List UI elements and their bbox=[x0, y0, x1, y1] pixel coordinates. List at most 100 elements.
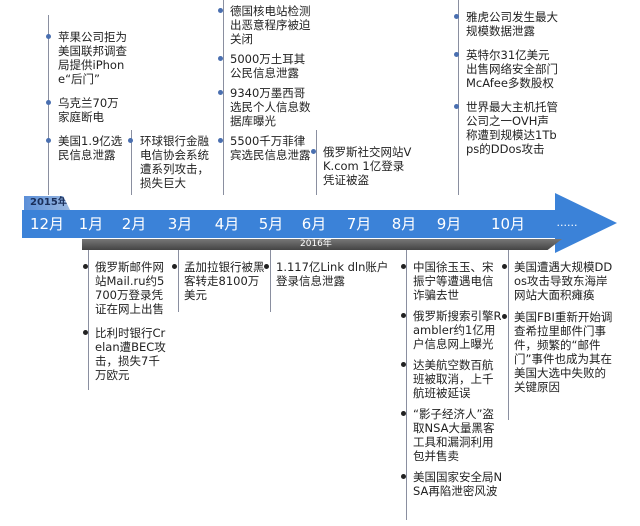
event-item: 5000万土耳其公民信息泄露 bbox=[218, 52, 314, 80]
bullet-icon bbox=[128, 138, 133, 143]
event-item: 9340万墨西哥选民个人信息数据库曝光 bbox=[218, 86, 314, 128]
event-text: 美国国家安全局NSA再陷泄密风波 bbox=[413, 470, 503, 498]
event-item: 美国国家安全局NSA再陷泄密风波 bbox=[401, 470, 503, 498]
event-text: 俄罗斯搜索引擎Rambler约1亿用户信息网上曝光 bbox=[413, 309, 502, 351]
bullet-icon bbox=[401, 474, 406, 479]
connector-oct bbox=[508, 250, 509, 420]
month-label: 10月 bbox=[490, 215, 526, 233]
bullet-icon bbox=[218, 56, 223, 61]
connector-jan bbox=[88, 250, 89, 390]
bullet-icon bbox=[401, 313, 406, 318]
timeline-arrow-band bbox=[22, 210, 562, 238]
event-item: 比利时银行Crelan遭BEC攻击，损失7千万欧元 bbox=[83, 326, 171, 382]
bullet-icon bbox=[218, 138, 223, 143]
event-item: 中国徐玉玉、宋振宁等遭遇电信诈骗去世 bbox=[401, 260, 503, 302]
event-text: 世界最大主机托管公司之一OVH声称遭到规模达1Tbps的DDos攻击 bbox=[466, 100, 558, 156]
connector-jun bbox=[316, 130, 317, 195]
event-item: 俄罗斯邮件网站Mail.ru约5700万登录凭证在网上出售 bbox=[83, 260, 171, 316]
bullet-icon bbox=[502, 314, 507, 319]
event-item: 环球银行金融电信协会系统遭系列攻击，损失巨大 bbox=[128, 134, 214, 190]
event-item: 5500千万菲律宾选民信息泄露 bbox=[218, 134, 314, 162]
event-group-mar: 孟加拉银行被黑客转走8100万美元 bbox=[172, 260, 266, 302]
event-item: “影子经济人”盗取NSA大量黑客工具和漏洞利用包并售卖 bbox=[401, 407, 503, 463]
month-label: 12月 bbox=[29, 215, 65, 233]
event-item: 世界最大主机托管公司之一OVH声称遭到规模达1Tbps的DDos攻击 bbox=[454, 100, 558, 156]
month-label: 2月 bbox=[121, 215, 147, 233]
event-item: 美国1.9亿选民信息泄露 bbox=[46, 134, 128, 162]
bullet-icon bbox=[46, 34, 51, 39]
month-label: ...... bbox=[556, 216, 578, 229]
month-label: 3月 bbox=[167, 215, 193, 233]
event-group-may: 1.117亿Link dln账户登录信息泄露 bbox=[264, 260, 396, 288]
event-text: 美国FBI重新开始调查希拉里邮件门事件，频繁的“邮件门”事件也成为其在美国大选中… bbox=[514, 310, 613, 394]
event-group-sep: 雅虎公司发生最大规模数据泄露 英特尔31亿美元出售网络安全部门McAfee多数股… bbox=[454, 10, 558, 156]
event-item: 俄罗斯搜索引擎Rambler约1亿用户信息网上曝光 bbox=[401, 309, 503, 351]
event-text: 俄罗斯社交网站VK.com 1亿登录凭证被盗 bbox=[323, 145, 412, 187]
month-label: 5月 bbox=[258, 215, 284, 233]
bullet-icon bbox=[172, 264, 177, 269]
event-text: 雅虎公司发生最大规模数据泄露 bbox=[466, 10, 558, 38]
year-2016-bar bbox=[82, 239, 562, 250]
timeline-arrow-head-icon bbox=[555, 193, 617, 253]
event-text: 苹果公司拒为美国联邦调查局提供iPhone“后门” bbox=[58, 30, 127, 86]
event-text: 德国核电站检测出恶意程序被迫关闭 bbox=[230, 4, 311, 46]
event-item: 英特尔31亿美元出售网络安全部门McAfee多数股权 bbox=[454, 48, 558, 90]
bullet-icon bbox=[46, 100, 51, 105]
event-group-dec: 苹果公司拒为美国联邦调查局提供iPhone“后门” 乌克兰70万家庭断电 美国1… bbox=[46, 30, 128, 162]
event-item: 1.117亿Link dln账户登录信息泄露 bbox=[264, 260, 396, 288]
bullet-icon bbox=[454, 52, 459, 57]
event-text: 中国徐玉玉、宋振宁等遭遇电信诈骗去世 bbox=[413, 260, 494, 302]
connector-mar bbox=[178, 250, 179, 312]
event-text: 英特尔31亿美元出售网络安全部门McAfee多数股权 bbox=[466, 48, 558, 90]
event-text: 比利时银行Crelan遭BEC攻击，损失7千万欧元 bbox=[95, 326, 166, 382]
bullet-icon bbox=[401, 264, 406, 269]
bullet-icon bbox=[83, 264, 88, 269]
event-group-feb: 环球银行金融电信协会系统遭系列攻击，损失巨大 bbox=[128, 134, 214, 190]
event-text: “影子经济人”盗取NSA大量黑客工具和漏洞利用包并售卖 bbox=[413, 407, 495, 463]
event-text: 美国遭遇大规模DDos攻击导致东海岸网站大面积瘫痪 bbox=[514, 260, 613, 302]
event-item: 美国遭遇大规模DDos攻击导致东海岸网站大面积瘫痪 bbox=[502, 260, 614, 302]
bullet-icon bbox=[46, 138, 51, 143]
connector-feb bbox=[131, 130, 132, 195]
event-text: 9340万墨西哥选民个人信息数据库曝光 bbox=[230, 86, 311, 128]
event-group-apr: 德国核电站检测出恶意程序被迫关闭 5000万土耳其公民信息泄露 9340万墨西哥… bbox=[218, 4, 314, 162]
event-item: 德国核电站检测出恶意程序被迫关闭 bbox=[218, 4, 314, 46]
event-text: 环球银行金融电信协会系统遭系列攻击，损失巨大 bbox=[140, 134, 209, 190]
event-group-aug: 中国徐玉玉、宋振宁等遭遇电信诈骗去世 俄罗斯搜索引擎Rambler约1亿用户信息… bbox=[401, 260, 503, 498]
connector-sep bbox=[458, 0, 459, 195]
bullet-icon bbox=[218, 90, 223, 95]
month-label: 9月 bbox=[436, 215, 462, 233]
year-2015-tag: 2015年 bbox=[24, 196, 70, 210]
connector-aug bbox=[406, 250, 407, 520]
event-item: 乌克兰70万家庭断电 bbox=[46, 96, 128, 124]
month-label: 8月 bbox=[391, 215, 417, 233]
event-item: 美国FBI重新开始调查希拉里邮件门事件，频繁的“邮件门”事件也成为其在美国大选中… bbox=[502, 310, 614, 394]
connector-may bbox=[270, 250, 271, 312]
event-text: 美国1.9亿选民信息泄露 bbox=[58, 134, 123, 162]
connector-apr bbox=[223, 0, 224, 195]
month-label: 4月 bbox=[214, 215, 240, 233]
event-item: 达美航空数百航班被取消，上千航班被延误 bbox=[401, 358, 503, 400]
event-group-jun: 俄罗斯社交网站VK.com 1亿登录凭证被盗 bbox=[311, 145, 413, 187]
month-label: 7月 bbox=[346, 215, 372, 233]
event-text: 孟加拉银行被黑客转走8100万美元 bbox=[184, 260, 265, 302]
bullet-icon bbox=[502, 264, 507, 269]
event-text: 5500千万菲律宾选民信息泄露 bbox=[230, 134, 311, 162]
bullet-icon bbox=[311, 149, 316, 154]
event-text: 达美航空数百航班被取消，上千航班被延误 bbox=[413, 358, 494, 400]
event-group-oct: 美国遭遇大规模DDos攻击导致东海岸网站大面积瘫痪 美国FBI重新开始调查希拉里… bbox=[502, 260, 614, 394]
year-2016-label: 2016年 bbox=[300, 239, 332, 249]
event-text: 1.117亿Link dln账户登录信息泄露 bbox=[276, 260, 389, 288]
connector-dec bbox=[48, 15, 49, 195]
event-item: 雅虎公司发生最大规模数据泄露 bbox=[454, 10, 558, 38]
event-group-jan: 俄罗斯邮件网站Mail.ru约5700万登录凭证在网上出售 比利时银行Crela… bbox=[83, 260, 171, 382]
bullet-icon bbox=[454, 104, 459, 109]
bullet-icon bbox=[401, 362, 406, 367]
event-item: 苹果公司拒为美国联邦调查局提供iPhone“后门” bbox=[46, 30, 128, 86]
bullet-icon bbox=[83, 330, 88, 335]
event-text: 俄罗斯邮件网站Mail.ru约5700万登录凭证在网上出售 bbox=[95, 260, 165, 316]
month-label: 1月 bbox=[78, 215, 104, 233]
bullet-icon bbox=[454, 14, 459, 19]
event-item: 孟加拉银行被黑客转走8100万美元 bbox=[172, 260, 266, 302]
event-item: 俄罗斯社交网站VK.com 1亿登录凭证被盗 bbox=[311, 145, 413, 187]
